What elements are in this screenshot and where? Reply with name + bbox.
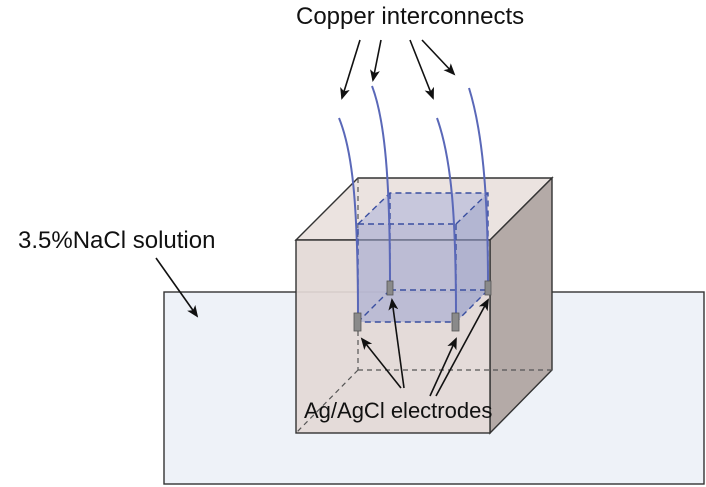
copper-wire-4 xyxy=(468,87,489,286)
arrow-icon xyxy=(388,298,405,389)
arrow-icon xyxy=(340,39,361,100)
arrow-icon xyxy=(435,298,489,397)
arrow-icon xyxy=(421,39,456,76)
electrode-icon xyxy=(353,312,362,332)
nacl-solution-label: 3.5%NaCl solution xyxy=(18,227,215,254)
arrow-icon xyxy=(155,257,199,318)
electrode-icon xyxy=(386,280,394,296)
arrow-icon xyxy=(429,337,457,397)
copper-wires xyxy=(338,85,489,319)
electrode-icon xyxy=(484,280,492,296)
arrow-icon xyxy=(409,39,434,100)
arrow-icon xyxy=(360,337,402,389)
electrode-icon xyxy=(451,312,460,332)
electrodes xyxy=(353,280,492,332)
arrow-icon xyxy=(370,39,382,82)
electrodes-label: Ag/AgCl electrodes xyxy=(304,398,492,423)
electrode-arrows xyxy=(360,298,489,397)
copper-wire-1 xyxy=(338,117,359,319)
copper-interconnects-label: Copper interconnects xyxy=(296,3,524,30)
copper-arrows xyxy=(340,39,456,100)
inner-cube xyxy=(357,192,489,323)
copper-wire-2 xyxy=(371,85,391,286)
block-hidden-edges xyxy=(295,178,552,434)
copper-wire-3 xyxy=(436,117,457,319)
